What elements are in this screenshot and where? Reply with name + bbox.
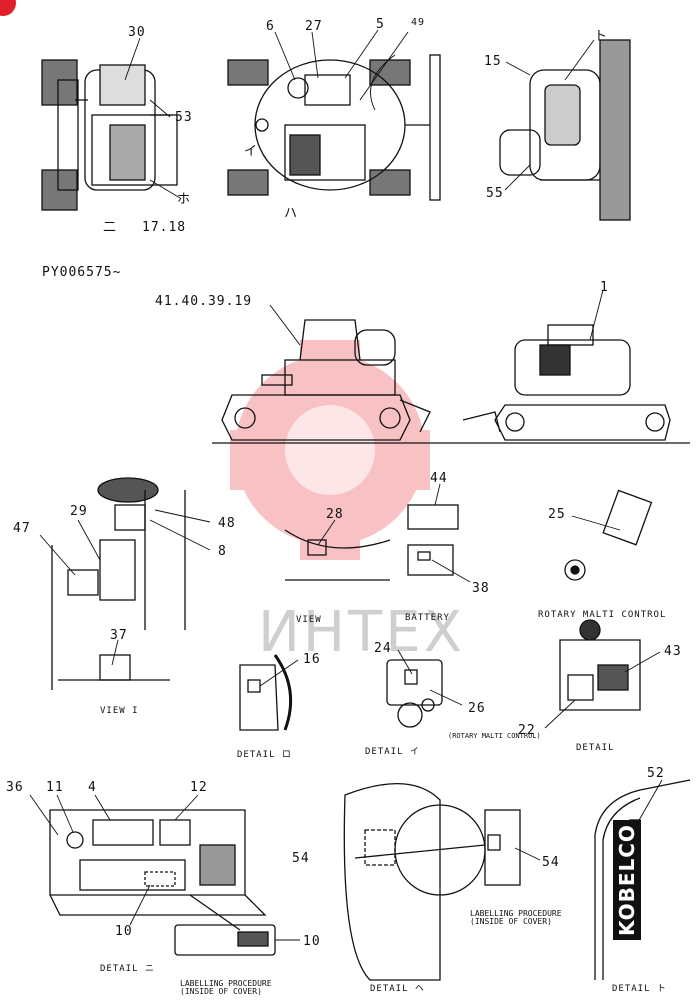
cable-line xyxy=(370,54,396,111)
caption-detail-i: DETAIL イ xyxy=(365,747,420,757)
callout-37: 37 xyxy=(110,628,128,643)
caption-view-i: VIEW I xyxy=(100,706,139,716)
callout-16: 16 xyxy=(303,652,321,667)
callout-30: 30 xyxy=(128,25,146,40)
callout-26: 26 xyxy=(468,701,486,716)
callout-27: 27 xyxy=(305,19,323,34)
caption-rotary-small: (ROTARY MALTI CONTROL) xyxy=(448,732,541,740)
callout-11: 11 xyxy=(46,780,64,795)
callout-1: 1 xyxy=(600,280,609,295)
callout-8: 8 xyxy=(218,544,227,559)
leader-lines xyxy=(29,29,663,941)
caption-labelling-2: LABELLING PROCEDURE (INSIDE OF COVER) xyxy=(470,909,562,926)
side-view-right xyxy=(440,324,690,444)
callout-47: 47 xyxy=(13,521,31,536)
caption-rotary: ROTARY MALTI CONTROL xyxy=(538,610,667,620)
callout-41-40-39-19: 41.40.39.19 xyxy=(155,294,253,309)
corner-marker xyxy=(0,0,16,16)
watermark-text: ИНТЕХ xyxy=(258,600,465,665)
caption-battery: BATTERY xyxy=(405,613,450,623)
caption-labelling-1: LABELLING PROCEDURE (INSIDE OF COVER) xyxy=(180,979,272,996)
caption-detail-ro: DETAIL ロ xyxy=(237,750,292,760)
caption-detail-he: DETAIL ヘ xyxy=(370,984,425,994)
callout-15: 15 xyxy=(484,54,502,69)
callout-ho: ホ xyxy=(177,192,192,207)
callout-38: 38 xyxy=(472,581,490,596)
side-view-left xyxy=(212,319,440,444)
battery-labels xyxy=(407,504,459,576)
detail-he xyxy=(343,782,521,981)
callout-54-b: 54 xyxy=(542,855,560,870)
callout-43: 43 xyxy=(664,644,682,659)
callout-5: 5 xyxy=(376,17,385,32)
callout-36: 36 xyxy=(6,780,24,795)
caption-view: VIEW xyxy=(296,615,322,625)
detail-ro xyxy=(239,654,293,731)
callout-53: 53 xyxy=(175,110,193,125)
callout-6: 6 xyxy=(266,19,275,34)
view-one-seat xyxy=(51,477,186,690)
caption-detail-ni: DETAIL ニ xyxy=(100,964,155,974)
callout-4: 4 xyxy=(88,780,97,795)
detail-i xyxy=(386,659,443,728)
callout-10-b: 10 xyxy=(303,934,321,949)
caption-detail: DETAIL xyxy=(576,743,615,753)
callout-10-a: 10 xyxy=(115,924,133,939)
top-view-middle xyxy=(227,54,441,201)
callout-44: 44 xyxy=(430,471,448,486)
front-view-top-right xyxy=(499,39,631,221)
callout-28: 28 xyxy=(326,507,344,522)
detail-ni xyxy=(49,809,276,956)
callout-22: 22 xyxy=(518,723,536,738)
callout-25: 25 xyxy=(548,507,566,522)
callout-49: 49 xyxy=(411,17,426,28)
view-28-panel xyxy=(284,529,391,581)
callout-ni: 二 xyxy=(103,220,118,235)
callout-12: 12 xyxy=(190,780,208,795)
serial-range: PY006575~ xyxy=(42,265,122,280)
top-view-left xyxy=(41,59,178,211)
callout-52: 52 xyxy=(647,766,665,781)
callout-54-a: 54 xyxy=(292,851,310,866)
callout-ha: ハ xyxy=(284,206,299,221)
detail-panel-43 xyxy=(559,619,641,711)
detail-to xyxy=(594,779,691,980)
caption-detail-to: DETAIL ト xyxy=(612,984,667,994)
callout-29: 29 xyxy=(70,504,88,519)
callout-48: 48 xyxy=(218,516,236,531)
callout-to: ト xyxy=(594,29,609,44)
callout-55: 55 xyxy=(486,186,504,201)
callout-i: イ xyxy=(244,144,259,159)
callout-17-18: 17.18 xyxy=(142,220,187,235)
rotary-control xyxy=(564,489,653,581)
callout-24: 24 xyxy=(374,641,392,656)
kobelco-logo: KOBELCO xyxy=(613,820,641,940)
